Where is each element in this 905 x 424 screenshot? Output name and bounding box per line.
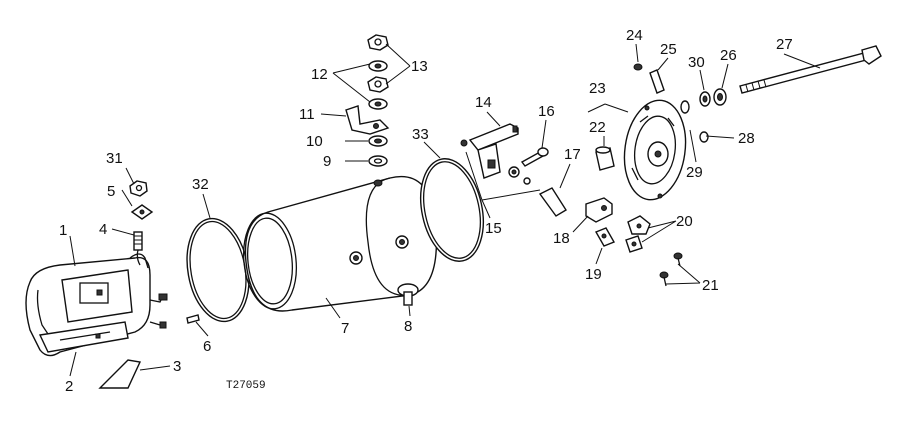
part-26-washer xyxy=(713,88,727,106)
callout-26: 26 xyxy=(720,47,737,64)
callout-11: 11 xyxy=(299,106,315,123)
leader-lines xyxy=(69,43,821,377)
callout-24: 24 xyxy=(626,27,643,44)
part-16-bolt xyxy=(520,147,549,167)
part-23-end-cover xyxy=(623,99,687,201)
callout-5: 5 xyxy=(107,183,115,200)
callout-14: 14 xyxy=(475,94,492,111)
callout-9: 9 xyxy=(323,153,331,170)
part-19-clip xyxy=(594,227,616,247)
part-12-washer-top xyxy=(368,60,388,72)
part-24-nut xyxy=(633,63,643,71)
callout-28: 28 xyxy=(738,130,755,147)
part-6-pin xyxy=(186,314,200,324)
callout-21: 21 xyxy=(702,277,719,294)
callout-6: 6 xyxy=(203,338,211,355)
callout-31: 31 xyxy=(106,150,123,167)
callout-15: 15 xyxy=(485,220,502,237)
part-10-washer xyxy=(368,135,388,147)
callout-8: 8 xyxy=(404,318,412,335)
callout-13: 13 xyxy=(411,58,428,75)
field-coil-assembly xyxy=(25,253,168,357)
part-4-terminal-stud xyxy=(133,231,143,266)
part-31-nut xyxy=(129,180,148,197)
callout-16: 16 xyxy=(538,103,555,120)
part-29-washer xyxy=(680,100,690,114)
part-25-pin xyxy=(649,69,665,94)
callout-20: 20 xyxy=(676,213,693,230)
part-21-screws xyxy=(659,252,683,287)
callout-30: 30 xyxy=(688,54,705,71)
callout-2: 2 xyxy=(65,378,73,395)
callout-32: 32 xyxy=(192,176,209,193)
callout-17: 17 xyxy=(564,146,581,163)
callout-27: 27 xyxy=(776,36,793,53)
part-3-strip xyxy=(98,359,142,389)
callout-23: 23 xyxy=(589,80,606,97)
callout-7: 7 xyxy=(341,320,349,337)
part-14-brush-bracket xyxy=(460,123,519,179)
part-9-washer xyxy=(368,155,388,167)
part-33-gasket xyxy=(420,158,484,262)
part-13-top-nut xyxy=(367,34,389,51)
part-27-through-bolt xyxy=(739,45,882,94)
callout-18: 18 xyxy=(553,230,570,247)
callout-22: 22 xyxy=(589,119,606,136)
part-18-brush-holder xyxy=(585,197,613,223)
callout-19: 19 xyxy=(585,266,602,283)
callout-33: 33 xyxy=(412,126,429,143)
part-12-washer xyxy=(368,98,388,110)
part-28-ring xyxy=(699,131,709,143)
callout-10: 10 xyxy=(306,133,323,150)
part-8-screw xyxy=(397,283,419,306)
callout-4: 4 xyxy=(99,221,107,238)
callout-3: 3 xyxy=(173,358,181,375)
callout-1: 1 xyxy=(59,222,67,239)
callout-12: 12 xyxy=(311,66,328,83)
part-22-bushing xyxy=(595,146,615,171)
part-20-terminals xyxy=(625,215,651,253)
part-17-brush xyxy=(538,187,567,217)
part-30-washer xyxy=(699,91,711,107)
part-13-nut xyxy=(367,76,389,93)
part-11-bracket xyxy=(345,105,390,135)
callout-25: 25 xyxy=(660,41,677,58)
figure-code: T27059 xyxy=(226,380,266,392)
callout-29: 29 xyxy=(686,164,703,181)
